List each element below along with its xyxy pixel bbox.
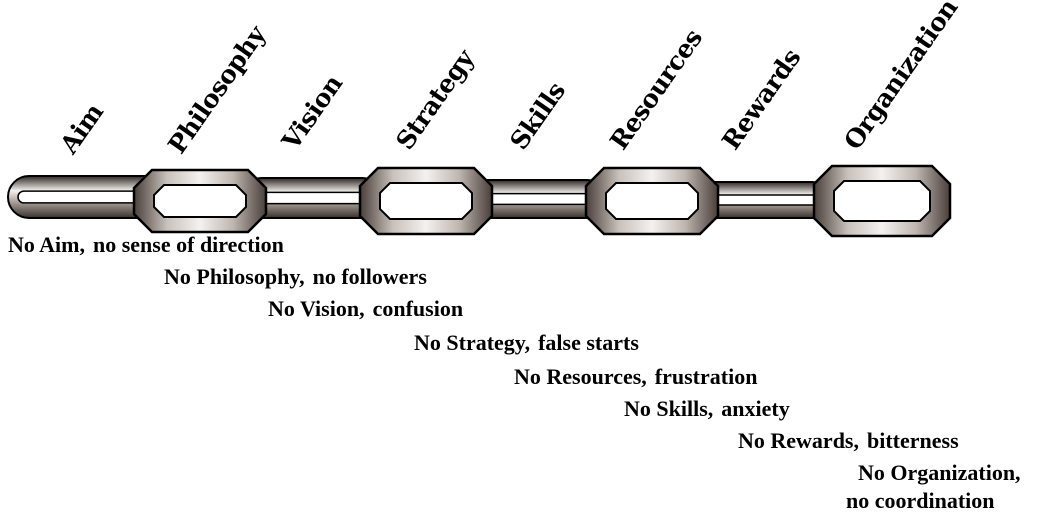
statement-missing: No Skills, <box>624 396 714 421</box>
statement-result: false starts <box>538 330 639 355</box>
statement-result: no followers <box>312 264 427 289</box>
statement-resources: No Resources, frustration <box>514 364 757 390</box>
statement-missing: No Strategy, <box>414 330 531 355</box>
statement-result: bitterness <box>867 428 959 453</box>
statement-philosophy: No Philosophy, no followers <box>164 264 427 290</box>
statement-missing: No Organization, <box>858 460 1021 485</box>
statement-missing: No Vision, <box>268 296 365 321</box>
chain-link-face <box>132 168 268 234</box>
chain-link-face <box>812 164 952 238</box>
upright-links <box>132 164 952 238</box>
statement-missing: No Aim, <box>8 232 85 257</box>
statement-skills: No Skills, anxiety <box>624 396 790 422</box>
statement-rewards: No Rewards, bitterness <box>738 428 959 454</box>
statement-result: no coordination <box>846 488 995 513</box>
statement-missing: No Resources, <box>514 364 647 389</box>
statement-strategy: No Strategy, false starts <box>414 330 639 356</box>
chain-link-face <box>584 166 720 236</box>
statement-result: confusion <box>372 296 464 321</box>
statement-missing: No Rewards, <box>738 428 859 453</box>
statement-organization-result: no coordination <box>846 488 995 514</box>
chain-link-face <box>358 166 494 236</box>
statement-result: frustration <box>654 364 758 389</box>
statement-organization: No Organization, <box>858 460 1021 486</box>
statement-result: anxiety <box>721 396 790 421</box>
statement-missing: No Philosophy, <box>164 264 305 289</box>
statement-vision: No Vision, confusion <box>268 296 463 322</box>
statement-result: no sense of direction <box>93 232 284 257</box>
statement-aim: No Aim, no sense of direction <box>8 232 284 258</box>
